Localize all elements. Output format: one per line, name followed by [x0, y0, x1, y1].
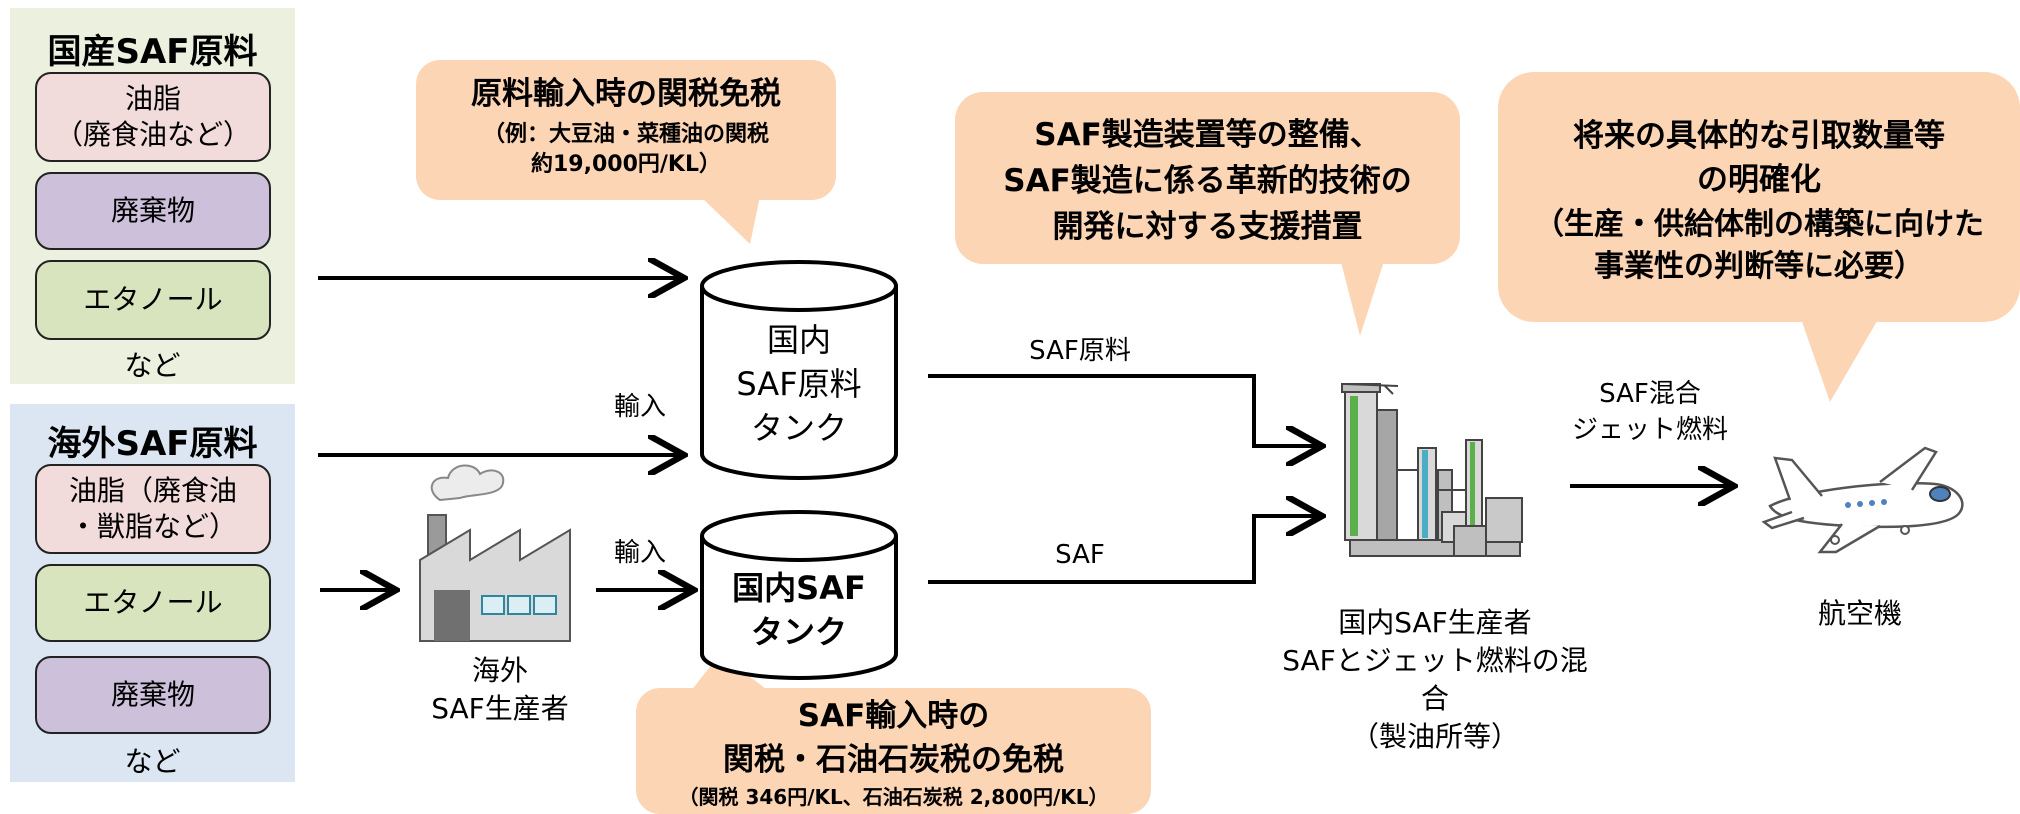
factory-icon — [419, 464, 571, 642]
callout-offtake-title: 将来の具体的な引取数量等 の明確化 — [1573, 118, 1945, 198]
overseas-item-waste: 廃棄物 — [35, 656, 271, 734]
refinery-icon — [1341, 383, 1523, 557]
domestic-item-oil: 油脂 （廃食油など） — [35, 72, 271, 162]
airplane-icon — [1761, 446, 1964, 554]
callout-saf-import-detail: （関税 346円/KL、石油石炭税 2,800円/KL） — [678, 785, 1109, 809]
domestic-panel-title: 国産SAF原料 — [47, 32, 258, 72]
saf-feedstock-flow-label: SAF原料 — [1029, 336, 1131, 366]
saf-tank-label: 国内SAF タンク — [732, 569, 866, 651]
callout-equipment-text: SAF製造装置等の整備、 SAF製造に係る革新的技術の 開発に対する支援措置 — [1003, 117, 1412, 245]
overseas-more-note: など — [124, 745, 181, 778]
callout-tariff-detail: （例：大豆油・菜種油の関税 約19,000円/KL） — [482, 122, 769, 177]
saf-flow-label: SAF — [1055, 540, 1105, 570]
domestic-feedstock-panel: 国産SAF原料 油脂 （廃食油など） 廃棄物 エタノール など — [10, 8, 295, 384]
overseas-producer-caption: 海外 SAF生産者 — [431, 654, 569, 725]
domestic-producer-caption: 国内SAF生産者 SAFとジェット燃料の混合 （製油所等） — [1282, 606, 1588, 753]
callout-saf-import-shape — [636, 654, 1151, 814]
overseas-panel-title: 海外SAF原料 — [47, 424, 258, 464]
overseas-item-ethanol: エタノール — [35, 564, 271, 642]
saf-tank-shape — [700, 510, 898, 680]
feedstock-tank-shape — [700, 260, 898, 480]
aircraft-caption: 航空機 — [1817, 597, 1902, 630]
callout-offtake-detail: （生産・供給体制の構築に向けた 事業性の判断等に必要） — [1534, 207, 1984, 284]
domestic-more-note: など — [124, 349, 181, 382]
import-label-bottom: 輸入 — [613, 538, 666, 568]
callout-saf-import-title: SAF輸入時の 関税・石油石炭税の免税 — [723, 698, 1064, 778]
feedstock-tank-label: 国内 SAF原料 タンク — [736, 321, 862, 447]
callout-tariff-title: 原料輸入時の関税免税 — [471, 76, 781, 112]
callout-equipment-shape — [955, 92, 1460, 336]
callout-offtake-shape — [1498, 72, 2020, 402]
callout-tariff-shape — [416, 60, 836, 244]
import-label-top: 輸入 — [613, 392, 666, 422]
blended-fuel-flow-label: SAF混合 ジェット燃料 — [1571, 379, 1728, 445]
domestic-item-ethanol: エタノール — [35, 260, 271, 340]
overseas-feedstock-panel: 海外SAF原料 油脂（廃食油 ・獣脂など） エタノール 廃棄物 など — [10, 404, 295, 782]
overseas-item-oil: 油脂（廃食油 ・獣脂など） — [35, 464, 271, 554]
domestic-item-waste: 廃棄物 — [35, 172, 271, 250]
